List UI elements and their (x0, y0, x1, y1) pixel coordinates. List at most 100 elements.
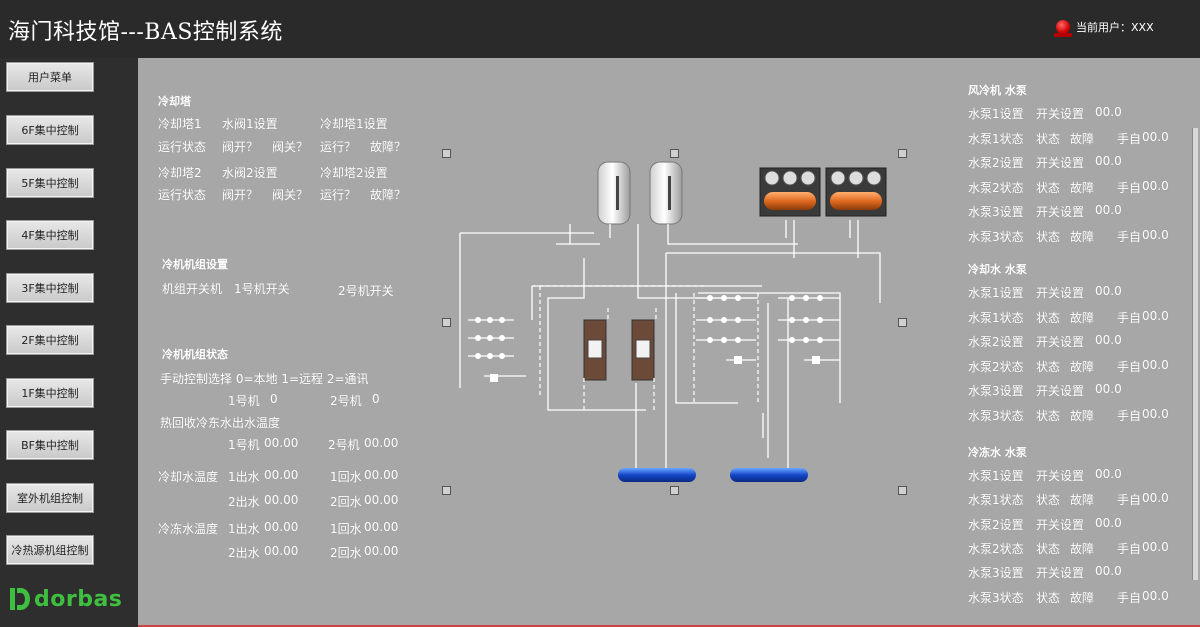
vertical-scrollbar[interactable] (1192, 128, 1198, 580)
pump-row-field[interactable]: 状态 (1036, 359, 1061, 374)
chiller-2-icon[interactable] (631, 319, 655, 381)
air-cooled-unit-1-icon[interactable] (759, 167, 821, 217)
pump-row-value: 故障 (1070, 359, 1095, 374)
pump-row-auto: 手自 (1117, 590, 1142, 605)
cooling-tower-1-icon[interactable] (597, 161, 631, 225)
pipework (459, 220, 881, 468)
chw-out-2-label: 2出水 (228, 546, 260, 560)
marker-icon[interactable] (898, 486, 907, 495)
pump-row-value: 故障 (1070, 180, 1095, 195)
cooling-tower-1-label: 冷却塔1 (158, 117, 202, 131)
title-bar: 海门科技馆---BAS控制系统 当前用户：XXX (0, 0, 1200, 58)
cw-ret-2-label: 2回水 (330, 495, 362, 509)
cw-ret-2-value: 00.00 (364, 493, 399, 507)
pump-row-field[interactable]: 状态 (1036, 310, 1061, 325)
pump-row-auto: 手自 (1117, 180, 1142, 195)
pump-row-field[interactable]: 开关设置 (1036, 156, 1085, 170)
pump-row-field[interactable]: 开关设置 (1036, 335, 1085, 349)
floor-4f-control-button[interactable]: 4F集中控制 (6, 220, 94, 250)
pump-row-field[interactable]: 开关设置 (1036, 107, 1085, 121)
marker-icon[interactable] (670, 149, 679, 158)
valve-1-setting[interactable]: 水阀1设置 (222, 117, 278, 131)
floor-bf-control-button[interactable]: BF集中控制 (6, 430, 94, 460)
hr-unit-1-label: 1号机 (228, 438, 260, 452)
pump-row-label: 水泵2设置 (968, 335, 1024, 349)
pump-row-field[interactable]: 状态 (1036, 541, 1061, 556)
floor-3f-control-button[interactable]: 3F集中控制 (6, 273, 94, 303)
pump-row-number: 00.0 (1142, 539, 1169, 554)
hr-unit-1-value: 00.00 (264, 436, 299, 450)
status-unit-2-label: 2号机 (330, 394, 362, 408)
bottom-border (138, 625, 1200, 627)
pump-row-label: 水泵1状态 (968, 310, 1024, 325)
pump-row-value: 00.0 (1095, 154, 1122, 168)
pump-row-label: 水泵1状态 (968, 493, 1024, 508)
pump-row-field[interactable]: 状态 (1036, 229, 1061, 244)
chilled-water-temp-label: 冷冻水温度 (158, 522, 219, 536)
pump-row-field[interactable]: 开关设置 (1036, 469, 1085, 483)
cooling-tower-2-setting[interactable]: 冷却塔2设置 (320, 166, 388, 180)
tower-2-valve-open: 阀开？ (222, 188, 259, 202)
pump-row-field[interactable]: 开关设置 (1036, 384, 1085, 398)
pump-row-field[interactable]: 状态 (1036, 180, 1061, 195)
pump-row-value: 故障 (1070, 310, 1095, 325)
cooling-tower-1-setting[interactable]: 冷却塔1设置 (320, 117, 388, 131)
pump-row-field[interactable]: 开关设置 (1036, 286, 1085, 300)
pump-row-value: 故障 (1070, 590, 1095, 605)
pump-row-label: 水泵3设置 (968, 205, 1024, 219)
pump-row-label: 水泵3设置 (968, 384, 1024, 398)
tower-2-status-label: 运行状态 (158, 188, 207, 202)
page-title: 海门科技馆---BAS控制系统 (8, 20, 283, 45)
valve-cluster-left-icon[interactable] (475, 317, 505, 382)
pump-row-value: 00.0 (1095, 467, 1122, 481)
marker-icon[interactable] (442, 149, 451, 158)
chw-out-2-value: 00.00 (264, 544, 299, 558)
tower-1-valve-close: 阀关？ (272, 140, 309, 154)
pump-row-label: 水泵2设置 (968, 517, 1024, 532)
floor-2f-control-button[interactable]: 2F集中控制 (6, 325, 94, 355)
pump-row-label: 水泵2状态 (968, 541, 1024, 556)
user-menu-button[interactable]: 用户菜单 (6, 62, 94, 92)
pump-row-field[interactable]: 状态 (1036, 493, 1061, 508)
alarm-light-icon[interactable] (1054, 20, 1072, 37)
pump-row-number: 00.0 (1142, 308, 1169, 323)
cooling-tower-2-icon[interactable] (649, 161, 683, 225)
air-cooled-unit-2-icon[interactable] (825, 167, 887, 217)
cooling-tower-2-label: 冷却塔2 (158, 166, 202, 180)
manual-control-select: 手动控制选择 0=本地 1=远程 2=通讯 (160, 372, 369, 386)
floor-6f-control-button[interactable]: 6F集中控制 (6, 115, 94, 145)
tower-1-fault: 故障？ (370, 140, 407, 154)
pump-row-field[interactable]: 状态 (1036, 131, 1061, 146)
marker-icon[interactable] (898, 318, 907, 327)
marker-icon[interactable] (442, 318, 451, 327)
pump-row-value: 00.0 (1095, 284, 1122, 298)
pump-row-field[interactable]: 状态 (1036, 408, 1061, 423)
pump-row-value: 故障 (1070, 229, 1095, 244)
marker-icon[interactable] (442, 486, 451, 495)
unit-1-switch[interactable]: 1号机开关 (234, 282, 290, 296)
valve-2-setting[interactable]: 水阀2设置 (222, 166, 278, 180)
cw-out-2-value: 00.00 (264, 493, 299, 507)
dorbas-logo: dorbas (10, 586, 122, 612)
pump-row-field[interactable]: 开关设置 (1036, 517, 1085, 532)
unit-switch-label: 机组开关机 (162, 282, 223, 296)
unit-2-switch[interactable]: 2号机开关 (338, 284, 394, 298)
tower-2-fault: 故障？ (370, 188, 407, 202)
floor-1f-control-button[interactable]: 1F集中控制 (6, 378, 94, 408)
outdoor-unit-control-button[interactable]: 室外机组控制 (6, 483, 94, 513)
pump-row-number: 00.0 (1142, 357, 1169, 372)
heat-cold-source-control-button[interactable]: 冷热源机组控制 (6, 535, 94, 565)
chiller-1-icon[interactable] (583, 319, 607, 381)
marker-icon[interactable] (670, 486, 679, 495)
pump-row-field[interactable]: 状态 (1036, 590, 1061, 605)
pump-row-value: 00.0 (1095, 382, 1122, 396)
pump-row-field[interactable]: 开关设置 (1036, 566, 1085, 581)
valve-cluster-right-icon[interactable] (789, 295, 823, 364)
marker-icon[interactable] (898, 149, 907, 158)
floor-5f-control-button[interactable]: 5F集中控制 (6, 168, 94, 198)
pump-row-field[interactable]: 开关设置 (1036, 205, 1085, 219)
valve-cluster-mid-icon[interactable] (707, 295, 742, 364)
manifold-1-icon (618, 468, 696, 482)
pump-row-number: 00.0 (1142, 588, 1169, 603)
cw-out-2-label: 2出水 (228, 495, 260, 509)
